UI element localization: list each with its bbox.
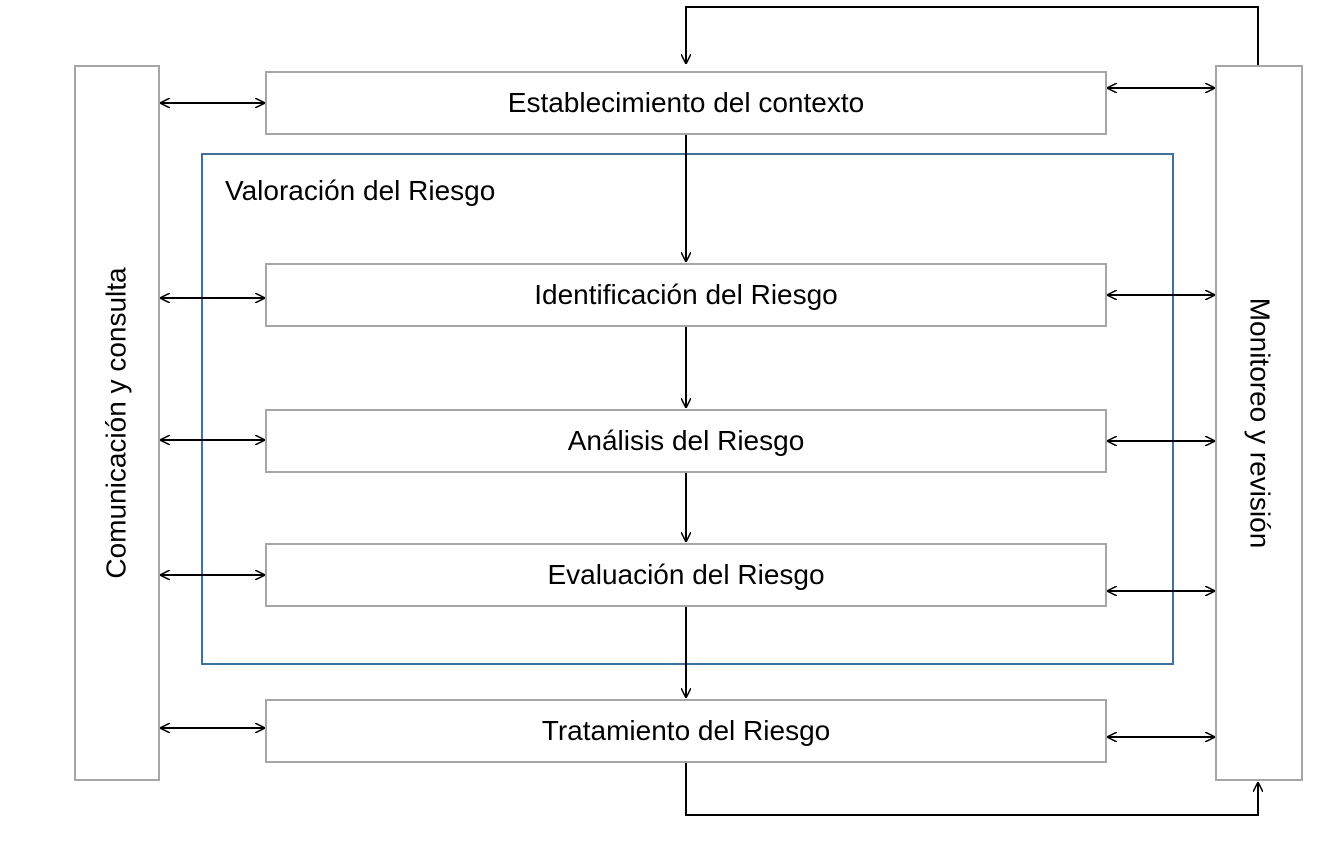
monitoring-label: Monitoreo y revisión [1244,297,1275,549]
step-analysis-label: Análisis del Riesgo [567,425,805,456]
risk-assessment-group: Valoración del Riesgo [201,153,1174,665]
risk-assessment-label: Valoración del Riesgo [225,175,496,206]
step-analysis: Análisis del Riesgo [265,409,1107,473]
step-evaluation: Evaluación del Riesgo [265,543,1107,607]
communication-label: Comunicación y consulta [101,267,132,579]
step-context-label: Establecimiento del contexto [507,87,865,118]
step-context: Establecimiento del contexto [265,71,1107,135]
step-treatment-label: Tratamiento del Riesgo [541,715,831,746]
loop-treatment-to-monitoring [685,763,1258,816]
monitoring-panel: Monitoreo y revisión [1215,65,1303,781]
step-identification-label: Identificación del Riesgo [534,279,838,310]
step-treatment: Tratamiento del Riesgo [265,699,1107,763]
step-identification: Identificación del Riesgo [265,263,1107,327]
step-evaluation-label: Evaluación del Riesgo [547,559,825,590]
loop-monitoring-to-context [686,6,1259,65]
communication-panel: Comunicación y consulta [74,65,160,781]
